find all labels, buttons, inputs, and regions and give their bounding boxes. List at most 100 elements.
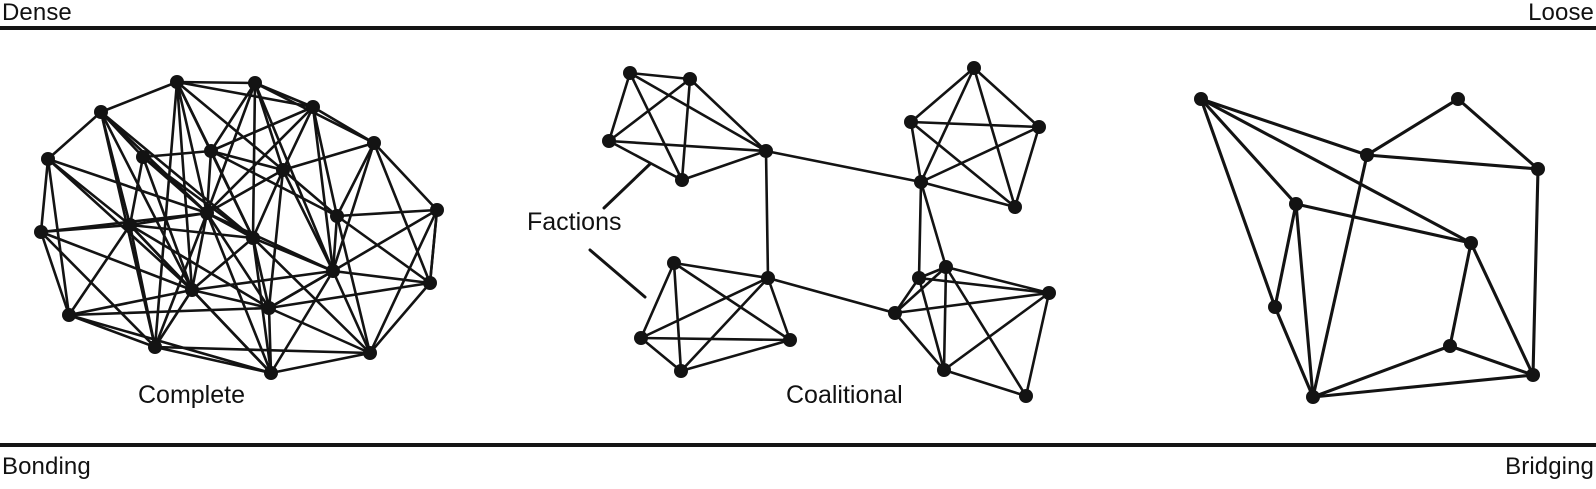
graph-edge — [917, 276, 1051, 295]
graph-node — [1019, 389, 1033, 403]
graph-edge — [1199, 97, 1277, 309]
axis-label-loose: Loose — [1528, 0, 1594, 26]
graph-edge — [141, 155, 194, 292]
graph-node — [1268, 300, 1282, 314]
graph-edge — [269, 351, 372, 375]
graph-node — [430, 203, 444, 217]
graph-node — [1526, 368, 1540, 382]
leader-line — [602, 162, 652, 210]
graph-edge — [209, 149, 255, 240]
graph-node — [1443, 339, 1457, 353]
graph-edge — [175, 80, 257, 85]
graph-edge — [919, 125, 1041, 184]
graph-node — [674, 364, 688, 378]
graph-node — [1194, 92, 1208, 106]
annotation-factions: Factions — [527, 208, 622, 236]
graph-edge — [267, 306, 372, 355]
graph-edge — [1024, 291, 1051, 398]
graph-node — [1042, 286, 1056, 300]
graph-edge — [335, 214, 372, 355]
graph-edge — [39, 230, 157, 349]
graph-edge — [607, 139, 768, 153]
graph-edge — [919, 180, 1017, 209]
graph-node — [34, 225, 48, 239]
graph-edge — [190, 288, 273, 375]
bottom-divider-rule — [0, 443, 1596, 447]
graph-edge — [1294, 202, 1315, 399]
graph-edge — [281, 105, 315, 172]
graph-edge — [39, 230, 194, 292]
graph-edge — [209, 81, 257, 153]
graph-node — [675, 173, 689, 187]
graph-edge — [251, 168, 285, 240]
graph-edge — [1448, 241, 1473, 348]
graph-node — [367, 136, 381, 150]
graph-edge — [1448, 344, 1535, 377]
graph-edge — [209, 149, 285, 172]
graph-edge — [764, 149, 923, 184]
graph-edge — [205, 168, 285, 215]
graph-edge — [205, 149, 213, 215]
graph-edge — [1365, 97, 1460, 157]
graph-node — [759, 144, 773, 158]
graph-edge — [141, 149, 213, 159]
graph-edge — [267, 281, 432, 310]
graph-edge — [679, 338, 792, 373]
graph-edge — [909, 120, 1041, 129]
graph-edge — [1365, 153, 1540, 171]
graph-edge — [251, 236, 372, 355]
graph-edge — [680, 77, 692, 182]
caption-coalitional: Coalitional — [786, 381, 903, 409]
graph-edge — [190, 288, 271, 310]
graph-coalitional — [602, 61, 1056, 403]
graph-edge — [205, 211, 273, 375]
graph-edge — [942, 291, 1051, 372]
graph-edge — [1199, 97, 1298, 206]
graph-node — [170, 75, 184, 89]
graph-edge — [253, 81, 335, 273]
graph-edge — [639, 276, 770, 340]
graph-edge — [153, 345, 273, 375]
graph-edge — [209, 149, 339, 218]
graph-node — [94, 105, 108, 119]
graph-node — [41, 152, 55, 166]
graph-edge — [372, 141, 439, 212]
graph-edge — [99, 110, 194, 292]
graph-edge — [281, 168, 335, 273]
graph-edge — [175, 80, 315, 109]
graph-edge — [128, 211, 209, 227]
graph-node — [185, 283, 199, 297]
graph-edge — [67, 313, 273, 375]
graph-node — [246, 231, 260, 245]
graph-node — [914, 175, 928, 189]
graph-node — [204, 144, 218, 158]
graph-edge — [1294, 202, 1473, 245]
graph-node — [1531, 162, 1545, 176]
graph-edge — [311, 105, 339, 218]
graph-edge — [153, 345, 372, 355]
graph-edge — [942, 265, 948, 372]
graph-node — [1289, 197, 1303, 211]
graph-edge — [679, 276, 770, 373]
graph-node — [330, 209, 344, 223]
graph-node — [1464, 236, 1478, 250]
graph-edge — [205, 81, 257, 215]
graph-node — [136, 150, 150, 164]
graph-complete — [34, 75, 444, 380]
graph-edge — [688, 77, 768, 153]
graph-edge — [1311, 344, 1452, 399]
graph-bridging — [1194, 92, 1545, 404]
graph-edge — [153, 211, 209, 349]
graph-edge — [607, 71, 632, 143]
graph-node — [634, 331, 648, 345]
graph-edge — [1199, 97, 1473, 245]
graph-edge — [639, 336, 683, 373]
graph-edge — [919, 66, 976, 184]
graph-node — [1360, 148, 1374, 162]
graph-edge — [428, 208, 439, 285]
graph-edge — [251, 236, 335, 273]
graph-edge — [972, 66, 1041, 129]
graph-edge — [942, 368, 1028, 398]
